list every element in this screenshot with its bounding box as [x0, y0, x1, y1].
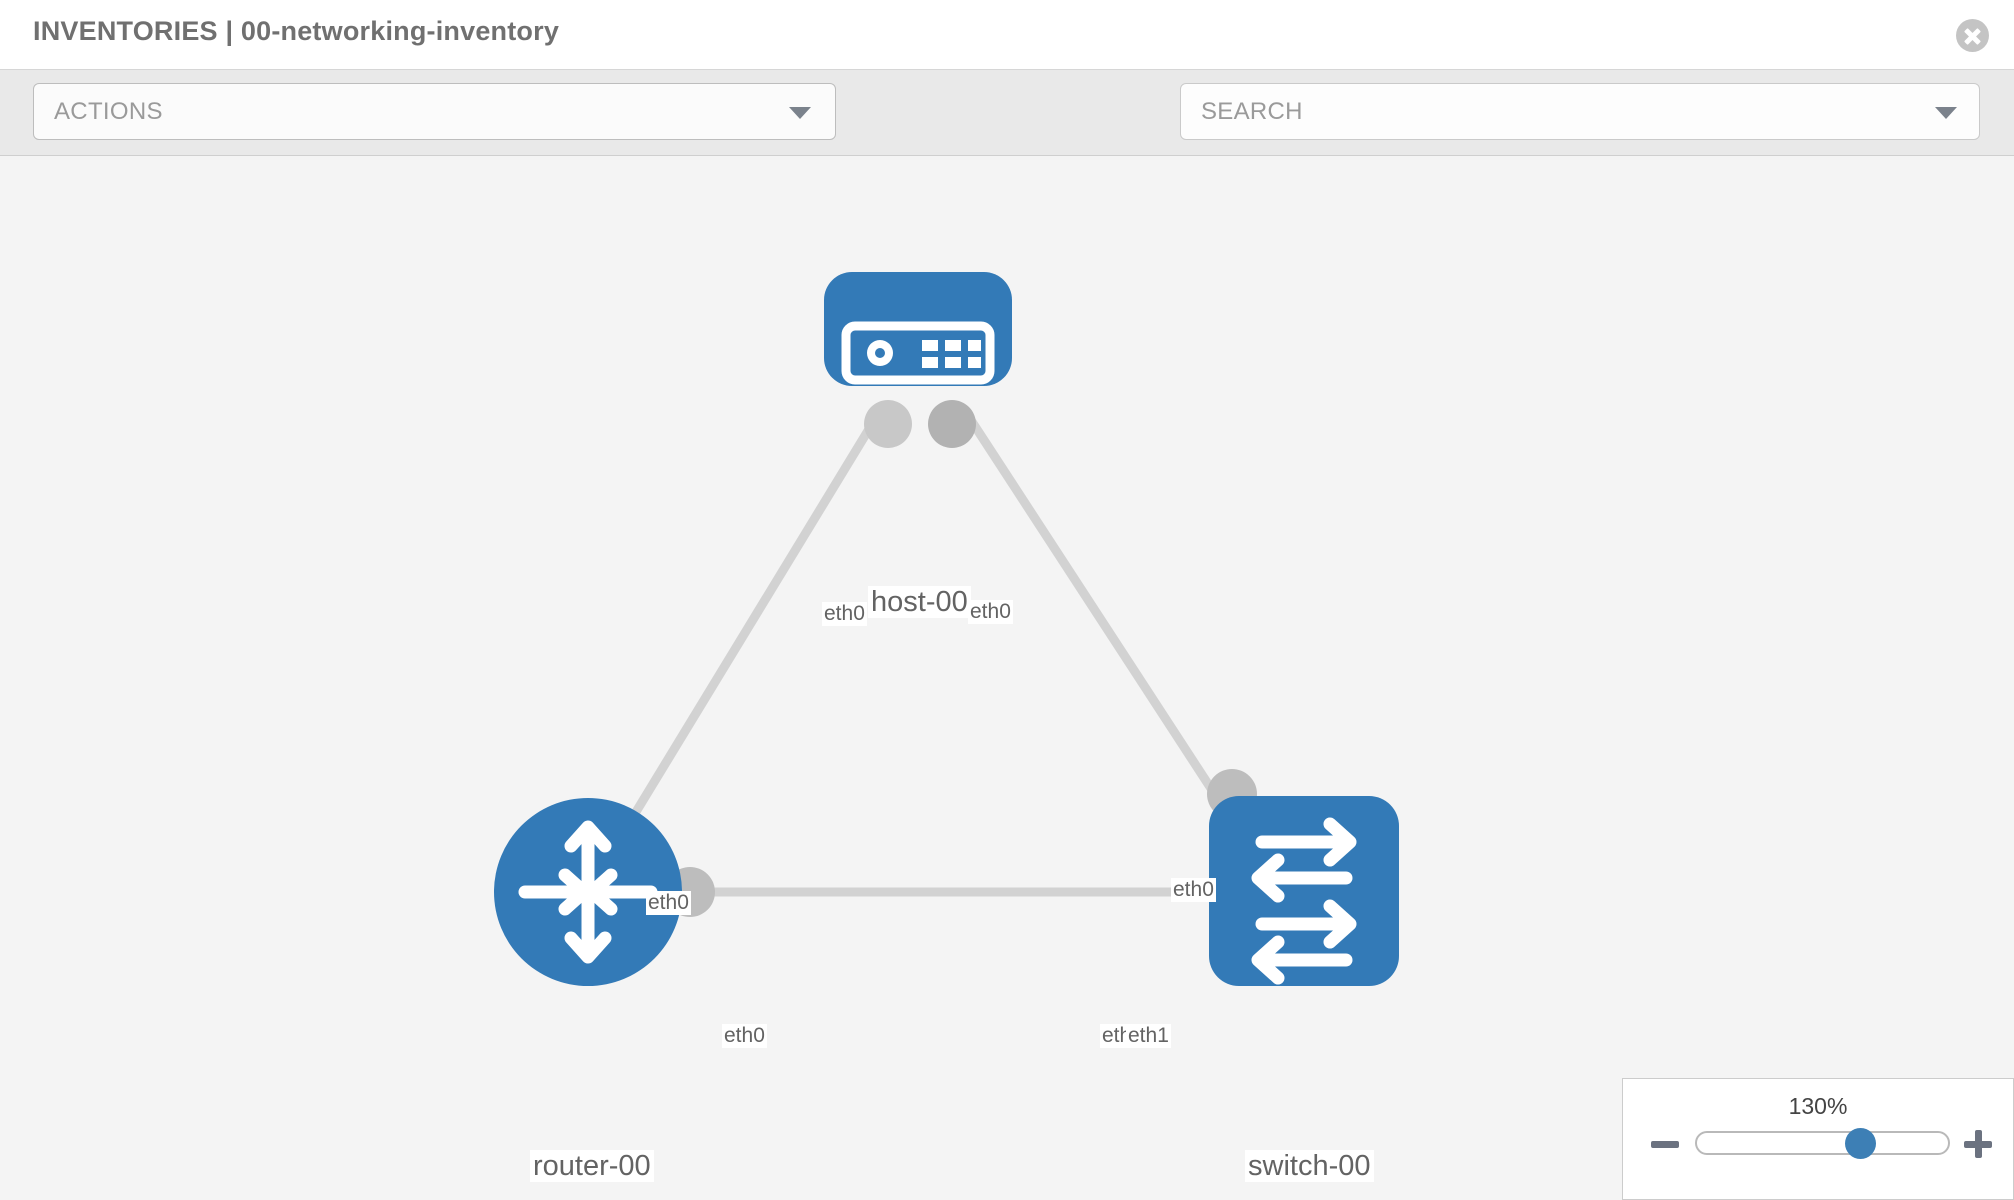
edge-label-switch-left-eth1: eth1	[1126, 1024, 1171, 1049]
zoom-in-button[interactable]	[1961, 1127, 1995, 1161]
edge-label-router-up-eth0: eth0	[646, 891, 691, 916]
node-host-00	[824, 272, 1012, 386]
node-switch-00	[1209, 796, 1399, 986]
edge-host-switch	[961, 408, 1259, 859]
edge-label-router-right-eth0: eth0	[722, 1024, 767, 1049]
node-label-switch-00: switch-00	[1245, 1150, 1374, 1183]
toolbar: ACTIONS SEARCH	[0, 70, 2014, 203]
zoom-slider-track[interactable]	[1695, 1131, 1950, 1155]
zoom-out-button[interactable]	[1648, 1127, 1682, 1161]
node-label-host-00: host-00	[868, 586, 971, 619]
minus-icon	[1651, 1141, 1679, 1148]
connector-host-right	[928, 400, 976, 448]
actions-dropdown-label: ACTIONS	[54, 98, 163, 125]
edge-label-host-left-eth0: eth0	[822, 602, 867, 627]
node-label-router-00: router-00	[530, 1150, 654, 1183]
edge-host-router	[596, 408, 884, 874]
zoom-control-panel: 130%	[1622, 1078, 2014, 1200]
chevron-down-icon	[1935, 107, 1957, 119]
zoom-level-value: 130%	[1788, 1093, 1848, 1119]
plus-icon-vertical	[1974, 1130, 1982, 1158]
edge-label-host-right-eth0: eth0	[968, 600, 1013, 625]
topology-graph[interactable]	[0, 156, 2014, 1200]
switch-arrows-icon	[1251, 817, 1357, 985]
edge-label-switch-up-eth0: eth0	[1171, 878, 1216, 903]
chevron-down-icon	[789, 107, 811, 119]
topology-canvas[interactable]: eth0 host-00 eth0 eth0 eth0 eth0 eth eth…	[0, 156, 2014, 1200]
server-icon	[841, 321, 995, 385]
search-input[interactable]: SEARCH	[1180, 83, 1980, 140]
search-placeholder-label: SEARCH	[1201, 98, 1303, 125]
zoom-slider-thumb[interactable]	[1845, 1128, 1876, 1159]
topology-connectors	[665, 400, 1257, 917]
page-title: INVENTORIES | 00-networking-inventory	[33, 16, 560, 46]
close-icon[interactable]	[1956, 19, 1989, 52]
connector-host-left	[864, 400, 912, 448]
node-router-00	[494, 798, 682, 986]
router-arrows-icon	[518, 820, 658, 964]
actions-dropdown[interactable]: ACTIONS	[33, 83, 836, 140]
topology-edges	[596, 408, 1259, 897]
page-header: INVENTORIES | 00-networking-inventory	[0, 0, 2014, 70]
